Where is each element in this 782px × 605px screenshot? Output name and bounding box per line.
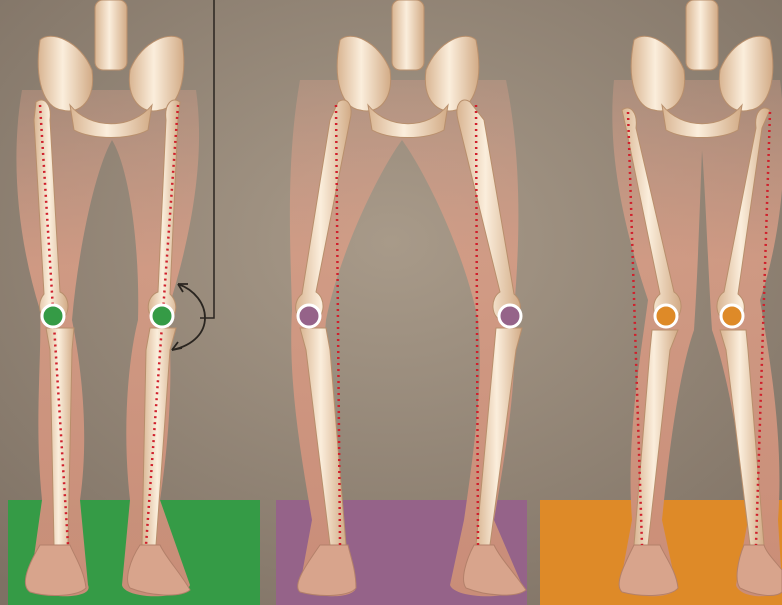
knee-marker-left: [655, 305, 677, 327]
knee-marker-right: [151, 305, 173, 327]
knee-marker-right: [499, 305, 521, 327]
knee-marker-right: [721, 305, 743, 327]
knee-marker-left: [298, 305, 320, 327]
knee-marker-left: [42, 305, 64, 327]
